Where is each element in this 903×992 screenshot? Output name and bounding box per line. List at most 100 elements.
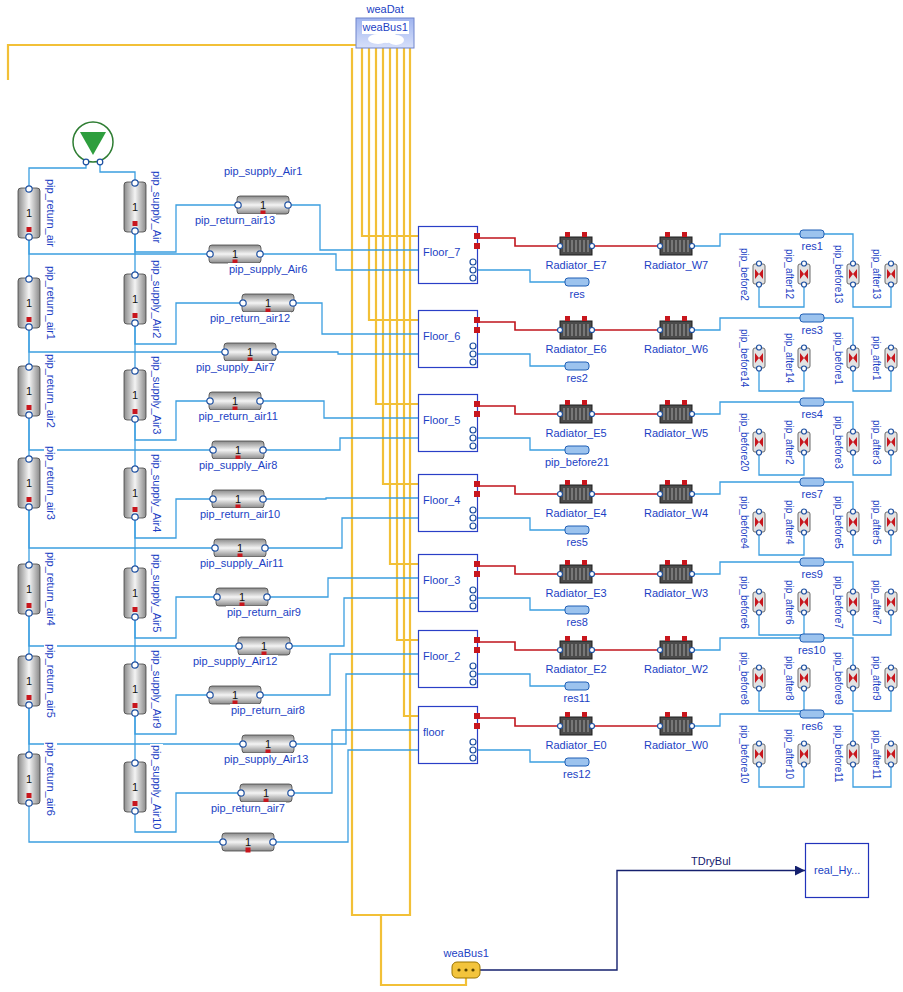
pipe-count: 1	[265, 297, 271, 310]
component-name: real_Hy...	[813, 864, 861, 877]
symbol-part	[847, 264, 859, 284]
component-name: Radiator_W4	[643, 507, 709, 520]
radiator: Radiator_W5	[660, 404, 692, 424]
component-name: pip_after5	[870, 499, 882, 545]
symbol-part	[887, 673, 895, 683]
symbol-part	[572, 568, 573, 580]
radiator: Radiator_W6	[660, 320, 692, 340]
fluid-connection	[759, 535, 804, 555]
fluid-connection	[292, 598, 418, 646]
fluid-port	[290, 300, 296, 306]
fluid-port	[690, 412, 695, 417]
fluid-port	[590, 244, 595, 249]
component-name: Floor_5	[422, 414, 461, 427]
fluid-port	[851, 610, 856, 615]
valve-symbol	[752, 665, 766, 691]
fluid-port	[757, 762, 762, 767]
heat-port-connection	[592, 649, 660, 651]
resistance-symbol	[565, 758, 589, 766]
symbol-part	[847, 668, 859, 688]
heat-port	[582, 316, 587, 321]
fluid-port	[132, 272, 138, 278]
fluid-connection	[29, 330, 222, 352]
valve-symbol	[752, 345, 766, 371]
fluid-port	[802, 509, 807, 514]
symbol-part	[568, 720, 569, 732]
symbol-part	[18, 278, 40, 328]
symbol-part	[660, 565, 692, 583]
radiator: Radiator_W4	[660, 484, 692, 504]
symbol-part	[588, 240, 589, 252]
pipe-segment: 1pip_return_air9	[236, 635, 292, 657]
pipe-count: 1	[26, 385, 32, 398]
valve-symbol	[846, 345, 860, 371]
pipe-segment: 1pip_supply_Air2	[122, 272, 148, 326]
fluid-port	[889, 686, 894, 691]
fluid-port	[658, 724, 663, 729]
symbol-part	[584, 408, 585, 420]
fluid-port	[470, 739, 476, 745]
symbol-part	[798, 264, 810, 284]
fluid-port	[802, 261, 807, 266]
flow-resistance: res6	[800, 710, 824, 718]
pipe-valve: pip_before8	[752, 665, 766, 691]
symbol-part	[672, 720, 673, 732]
symbol-part	[798, 592, 810, 612]
flow-resistance: res3	[800, 314, 824, 322]
component-name: pip_before10	[738, 724, 750, 784]
fluid-port	[889, 610, 894, 615]
component-name: Radiator_E7	[545, 259, 608, 272]
pipe-valve: pip_before2	[752, 261, 766, 287]
fluid-port	[270, 839, 276, 845]
flow-resistance: res4	[800, 398, 824, 406]
signal-line	[480, 871, 805, 971]
fluid-connection	[692, 562, 800, 574]
component-name: Radiator_W5	[643, 427, 709, 440]
pipe-valve: pip_after5	[884, 509, 898, 535]
symbol-part	[124, 664, 146, 714]
fluid-connection	[135, 597, 214, 638]
floor-zone: Floor_4	[418, 474, 478, 532]
fluid-port	[802, 530, 807, 535]
symbol-part	[755, 517, 763, 527]
symbol-part	[576, 324, 577, 336]
symbol-part	[680, 488, 681, 500]
symbol-part	[755, 269, 763, 279]
fluid-port	[889, 261, 894, 266]
symbol-part	[568, 240, 569, 252]
component-name: res8	[566, 616, 589, 629]
pipe-segment: 1pip_return_air1	[16, 276, 42, 330]
fluid-port	[802, 686, 807, 691]
pipe-segment: 1pip_return_air6	[16, 752, 42, 806]
symbol-part	[124, 274, 146, 324]
flow-resistance: res11	[565, 682, 589, 690]
fluid-connection	[759, 767, 804, 787]
symbol-part	[849, 517, 857, 527]
component-name: Radiator_E4	[545, 507, 608, 520]
fluid-port	[470, 671, 476, 677]
fluid-port	[757, 345, 762, 350]
symbol-part	[388, 35, 404, 45]
fluid-port	[558, 572, 563, 577]
fluid-connection	[268, 518, 418, 548]
symbol-part	[680, 644, 681, 656]
fluid-port	[470, 507, 476, 513]
radiator: Radiator_E4	[560, 484, 592, 504]
symbol-part	[572, 408, 573, 420]
fluid-port	[26, 702, 32, 708]
symbol-part	[680, 324, 681, 336]
radiator-symbol	[660, 404, 692, 424]
pipe-segment: 1pip_return_air5	[16, 654, 42, 708]
heat-port	[27, 793, 32, 798]
component-name: weaBus1	[443, 947, 490, 960]
weather-bus-line	[352, 48, 410, 915]
component-name: Radiator_E3	[545, 587, 608, 600]
fluid-port	[264, 594, 270, 600]
fluid-port	[757, 665, 762, 670]
pipe-count: 1	[265, 738, 271, 751]
fluid-connection	[759, 371, 804, 391]
symbol-part	[560, 565, 592, 583]
flow-resistance: res12	[565, 758, 589, 766]
component-name: res12	[562, 768, 592, 781]
fluid-port	[851, 741, 856, 746]
